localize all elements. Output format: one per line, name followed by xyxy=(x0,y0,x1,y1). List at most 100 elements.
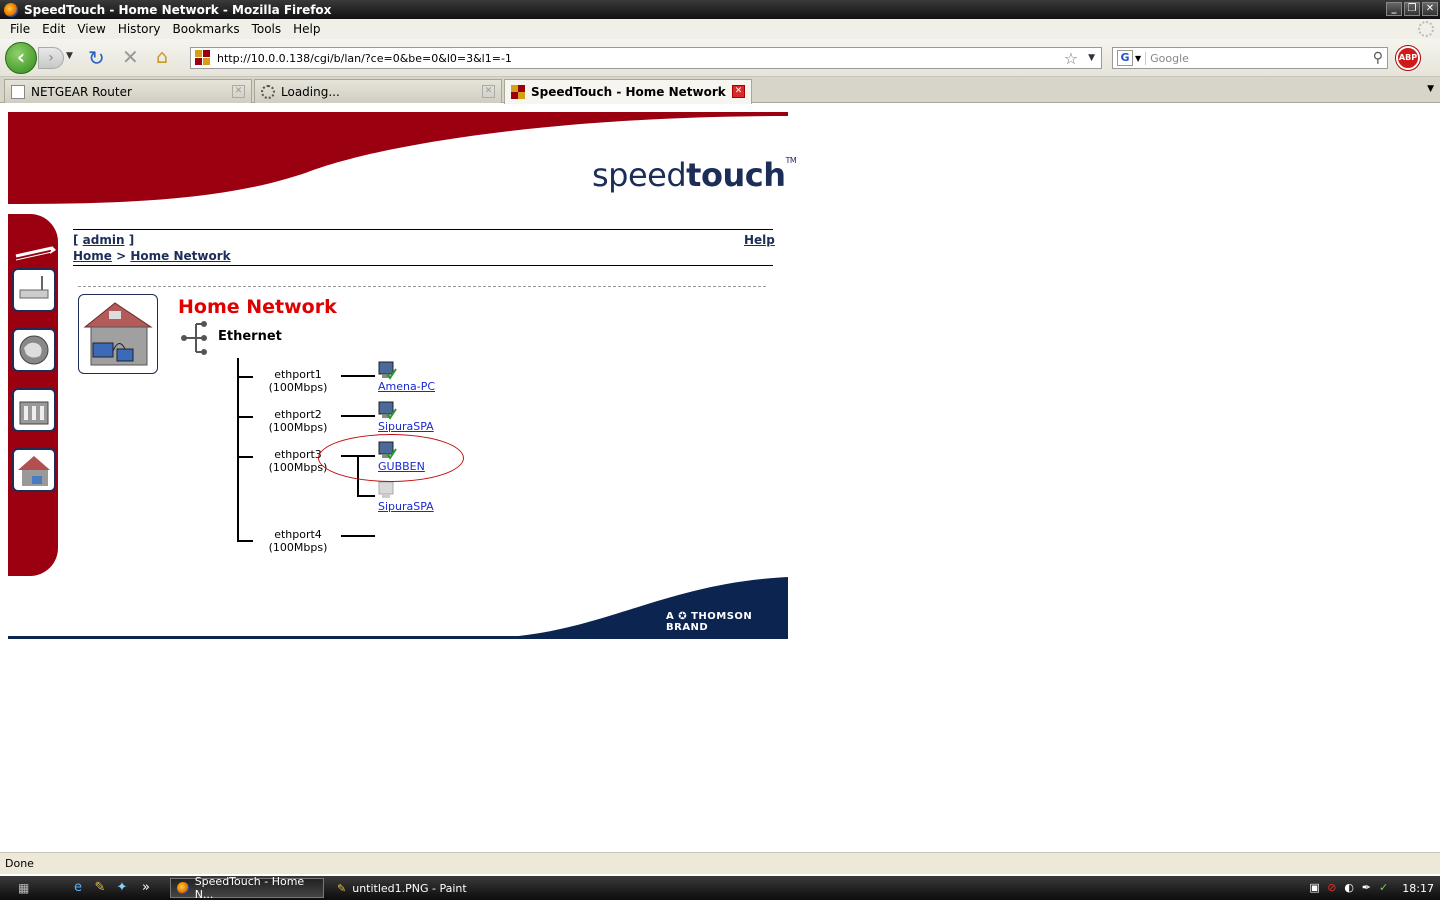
computer-offline-icon xyxy=(378,481,394,498)
menu-view[interactable]: View xyxy=(77,22,106,36)
sidebar-toolbox-button[interactable] xyxy=(12,268,56,312)
connector-port2 xyxy=(341,415,375,417)
paint-quicklaunch-icon[interactable]: ✎ xyxy=(94,880,106,895)
tab-close-icon[interactable]: ✕ xyxy=(232,85,245,98)
stop-icon[interactable]: ✕ xyxy=(122,45,139,69)
url-input[interactable]: http://10.0.0.138/cgi/b/lan/?ce=0&be=0&l… xyxy=(217,51,512,65)
connector-port1 xyxy=(341,375,375,377)
breadcrumb-home-network-link[interactable]: Home Network xyxy=(130,249,231,263)
home-icon[interactable]: ⌂ xyxy=(156,46,169,68)
taskbar: ▦ e ✎ ✦ » SpeedTouch - Home N... ✎ untit… xyxy=(0,875,1440,901)
search-bar[interactable]: G ▼ Google ⚲ xyxy=(1112,47,1388,69)
port-speed: (100Mbps) xyxy=(268,421,328,434)
window-controls: _ ❐ ✕ xyxy=(1386,2,1438,16)
computer-online-icon xyxy=(378,401,397,420)
sidebar-broadband-button[interactable] xyxy=(12,226,56,270)
router-icon xyxy=(19,276,49,299)
menu-file[interactable]: File xyxy=(10,22,31,36)
status-text: Done xyxy=(5,857,34,870)
url-bar[interactable]: http://10.0.0.138/cgi/b/lan/?ce=0&be=0&l… xyxy=(190,47,1102,69)
admin-link[interactable]: admin xyxy=(82,233,125,247)
footer-swoosh xyxy=(8,577,788,639)
google-engine-icon[interactable]: G xyxy=(1117,50,1133,66)
reload-icon[interactable]: ↻ xyxy=(88,46,105,70)
sidebar-home-network-button[interactable] xyxy=(12,448,56,492)
page-content: speedtouchTM [ admin ] Help xyxy=(0,104,1440,852)
tab-close-icon[interactable]: ✕ xyxy=(732,85,745,98)
globe-icon xyxy=(19,335,49,365)
quicklaunch-more-icon[interactable]: » xyxy=(142,880,150,895)
computer-online-icon xyxy=(378,361,397,380)
tray-antivirus-icon[interactable]: ⊘ xyxy=(1327,881,1337,894)
menu-history[interactable]: History xyxy=(117,22,161,36)
logo-touch: touch xyxy=(686,156,786,194)
restore-button[interactable]: ❐ xyxy=(1404,2,1420,16)
tray-monitor-icon[interactable]: ▣ xyxy=(1309,881,1320,894)
port-ethport4: ethport4 (100Mbps) xyxy=(258,528,338,554)
help-link-group: Help xyxy=(744,233,775,247)
admin-bracket-open: [ xyxy=(73,233,83,247)
help-link[interactable]: Help xyxy=(744,233,775,247)
tray-pen-icon[interactable]: ✒ xyxy=(1361,881,1371,894)
taskbar-item-paint[interactable]: ✎ untitled1.PNG - Paint xyxy=(330,878,484,898)
forward-button[interactable]: › xyxy=(38,47,64,69)
window-titlebar: SpeedTouch - Home Network - Mozilla Fire… xyxy=(0,0,1440,19)
port-name: ethport1 xyxy=(274,368,322,381)
engine-dropdown-icon[interactable]: ▼ xyxy=(1135,53,1142,63)
menu-help[interactable]: Help xyxy=(293,22,321,36)
device-link-amena-pc[interactable]: Amena-PC xyxy=(378,380,436,393)
all-tabs-dropdown-icon[interactable]: ▼ xyxy=(1427,84,1434,94)
port-speed: (100Mbps) xyxy=(268,541,328,554)
search-input[interactable]: Google xyxy=(1145,51,1373,65)
home-network-illustration xyxy=(78,294,158,374)
close-window-button[interactable]: ✕ xyxy=(1422,2,1438,16)
tray-network-icon[interactable]: ✓ xyxy=(1379,881,1389,894)
ie-quicklaunch-icon[interactable]: e xyxy=(74,880,82,895)
history-dropdown-icon[interactable]: ▼ xyxy=(66,51,73,61)
device-link-sipuraspa-2[interactable]: SipuraSPA xyxy=(378,500,434,513)
tray-volume-icon[interactable]: ◐ xyxy=(1344,881,1354,894)
tree-branch-2 xyxy=(237,416,253,418)
building-icon xyxy=(19,401,49,425)
minimize-button[interactable]: _ xyxy=(1386,2,1402,16)
tab-close-icon[interactable]: ✕ xyxy=(482,85,495,98)
ethernet-tree-icon xyxy=(181,321,207,355)
breadcrumb-separator: > xyxy=(111,249,131,263)
status-bar: Done xyxy=(0,852,1440,874)
throbber-icon xyxy=(1418,21,1434,37)
breadcrumb-home-link[interactable]: Home xyxy=(73,249,112,263)
admin-link-group: [ admin ] xyxy=(73,233,134,247)
tree-branch-1 xyxy=(237,376,253,378)
taskbar-item-firefox[interactable]: SpeedTouch - Home N... xyxy=(170,875,324,901)
device-link-sipuraspa-1[interactable]: SipuraSPA xyxy=(378,420,434,433)
tool-quicklaunch-icon[interactable]: ✦ xyxy=(116,880,128,895)
port-ethport2: ethport2 (100Mbps) xyxy=(258,408,338,434)
bookmark-star-icon[interactable]: ☆ xyxy=(1063,48,1079,68)
back-button[interactable]: ‹ xyxy=(5,42,37,74)
logo-speed: speed xyxy=(592,156,687,194)
menu-edit[interactable]: Edit xyxy=(42,22,66,36)
search-magnifier-icon[interactable]: ⚲ xyxy=(1372,50,1383,66)
sidebar-config-button[interactable] xyxy=(12,388,56,432)
menu-tools[interactable]: Tools xyxy=(251,22,282,36)
admin-bracket-close: ] xyxy=(124,233,135,247)
logo-tm: TM xyxy=(785,156,797,165)
tree-trunk xyxy=(237,358,239,542)
site-favicon-icon xyxy=(195,50,211,66)
adblock-icon[interactable]: ABP xyxy=(1396,46,1420,70)
tab-loading[interactable]: Loading... ✕ xyxy=(254,79,502,103)
start-menu-icon[interactable]: ▦ xyxy=(18,881,30,895)
port-name: ethport4 xyxy=(274,528,322,541)
port-name: ethport3 xyxy=(274,448,322,461)
tab-label: Loading... xyxy=(281,84,340,99)
url-dropdown-icon[interactable]: ▼ xyxy=(1088,53,1095,63)
tab-speedtouch[interactable]: SpeedTouch - Home Network ✕ xyxy=(504,79,752,104)
tab-netgear[interactable]: NETGEAR Router ✕ xyxy=(4,79,252,103)
breadcrumb: Home > Home Network xyxy=(73,249,231,263)
menu-bookmarks[interactable]: Bookmarks xyxy=(172,22,240,36)
sidebar-internet-button[interactable] xyxy=(12,328,56,372)
paint-task-icon: ✎ xyxy=(337,881,347,895)
system-tray: ▣ ⊘ ◐ ✒ ✓ 18:17 xyxy=(1308,876,1440,900)
tab-label: NETGEAR Router xyxy=(31,84,132,99)
header-swoosh xyxy=(8,112,788,204)
